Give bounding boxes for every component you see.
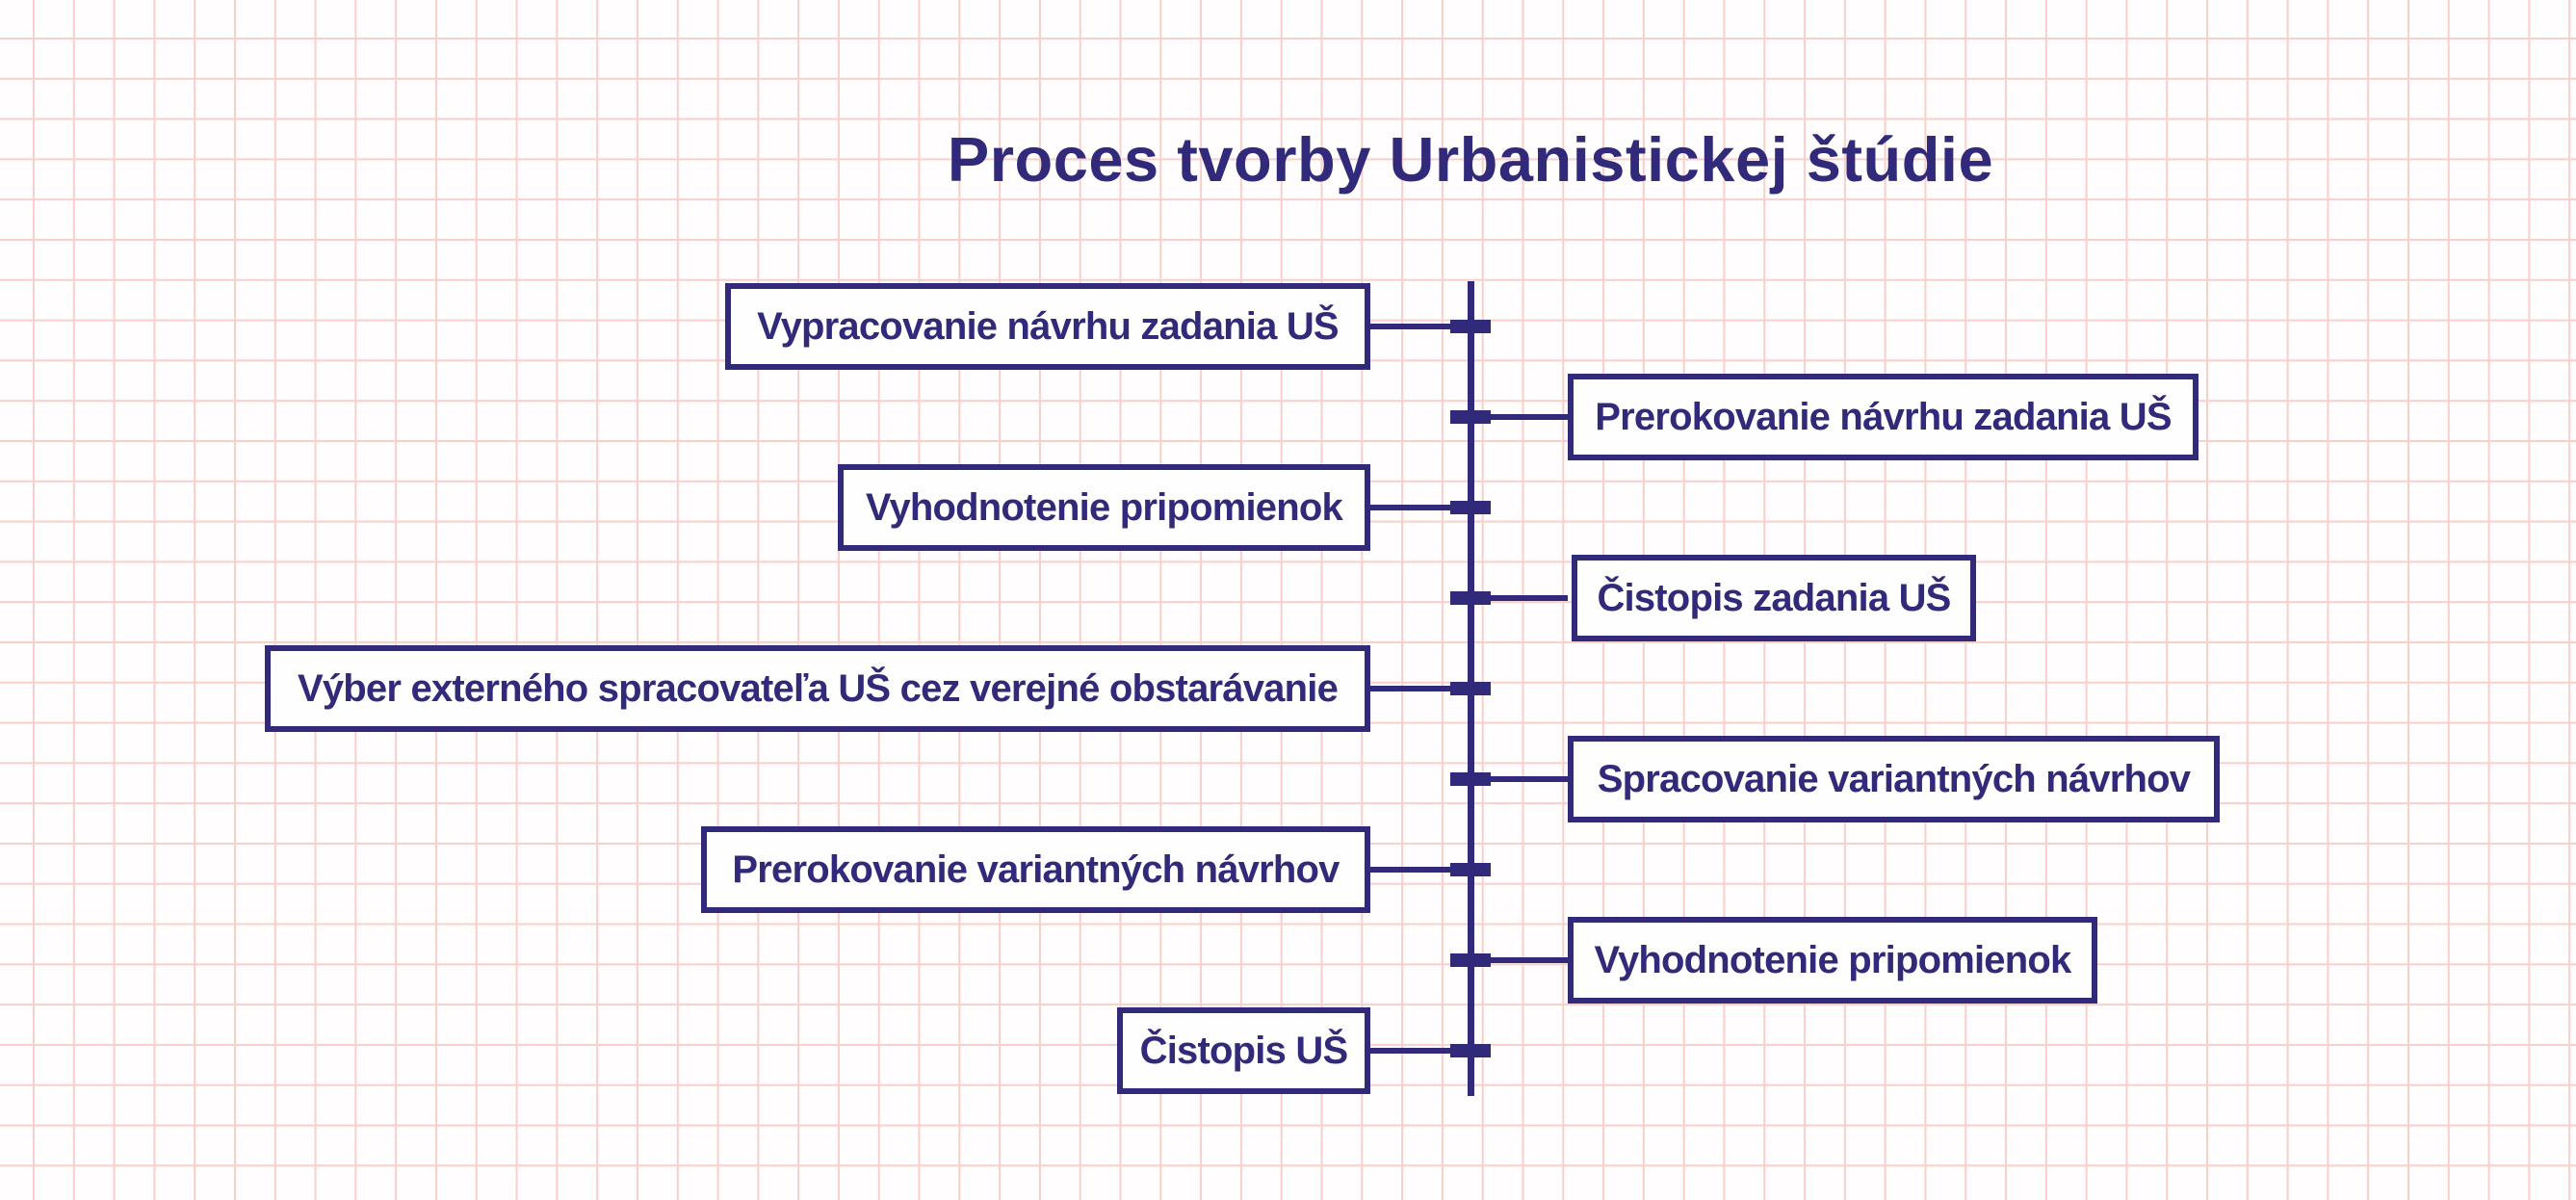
process-step-label: Prerokovanie návrhu zadania UŠ — [1595, 395, 2172, 438]
process-step-label: Spracovanie variantných návrhov — [1597, 757, 2191, 800]
timeline-tick — [1450, 863, 1491, 876]
connector-line — [1491, 595, 1568, 601]
connector-line — [1491, 776, 1568, 782]
timeline-tick — [1450, 410, 1491, 424]
process-step-box: Prerokovanie návrhu zadania UŠ — [1568, 374, 2199, 460]
process-step-label: Vypracovanie návrhu zadania UŠ — [757, 304, 1339, 348]
process-step-label: Prerokovanie variantných návrhov — [732, 848, 1340, 891]
process-step-label: Výber externého spracovateľa UŠ cez vere… — [297, 666, 1339, 710]
timeline-tick — [1450, 682, 1491, 695]
timeline-tick — [1450, 1044, 1491, 1057]
process-step-box: Spracovanie variantných návrhov — [1568, 736, 2220, 822]
process-step-box: Prerokovanie variantných návrhov — [701, 826, 1370, 913]
process-step-label: Čistopis zadania UŠ — [1597, 576, 1951, 619]
connector-line — [1491, 414, 1568, 420]
timeline-tick — [1450, 953, 1491, 967]
process-step-label: Vyhodnotenie pripomienok — [866, 485, 1343, 529]
process-step-box: Vyhodnotenie pripomienok — [1568, 917, 2097, 1004]
process-step-label: Vyhodnotenie pripomienok — [1594, 938, 2072, 981]
timeline-tick — [1450, 591, 1491, 605]
connector-line — [1370, 324, 1450, 329]
process-step-box: Výber externého spracovateľa UŠ cez vere… — [265, 645, 1370, 732]
process-step-box: Čistopis zadania UŠ — [1572, 555, 1976, 641]
process-step-box: Vypracovanie návrhu zadania UŠ — [725, 283, 1370, 370]
process-step-box: Čistopis UŠ — [1117, 1007, 1370, 1094]
timeline-tick — [1450, 772, 1491, 786]
connector-line — [1370, 867, 1450, 873]
connector-line — [1491, 957, 1568, 963]
connector-line — [1370, 1048, 1450, 1054]
diagram-title: Proces tvorby Urbanistickej štúdie — [947, 124, 1994, 195]
timeline-tick — [1450, 501, 1491, 514]
process-step-label: Čistopis UŠ — [1139, 1029, 1348, 1072]
timeline-tick — [1450, 320, 1491, 333]
process-step-box: Vyhodnotenie pripomienok — [838, 464, 1370, 551]
connector-line — [1370, 686, 1450, 691]
connector-line — [1370, 505, 1450, 510]
